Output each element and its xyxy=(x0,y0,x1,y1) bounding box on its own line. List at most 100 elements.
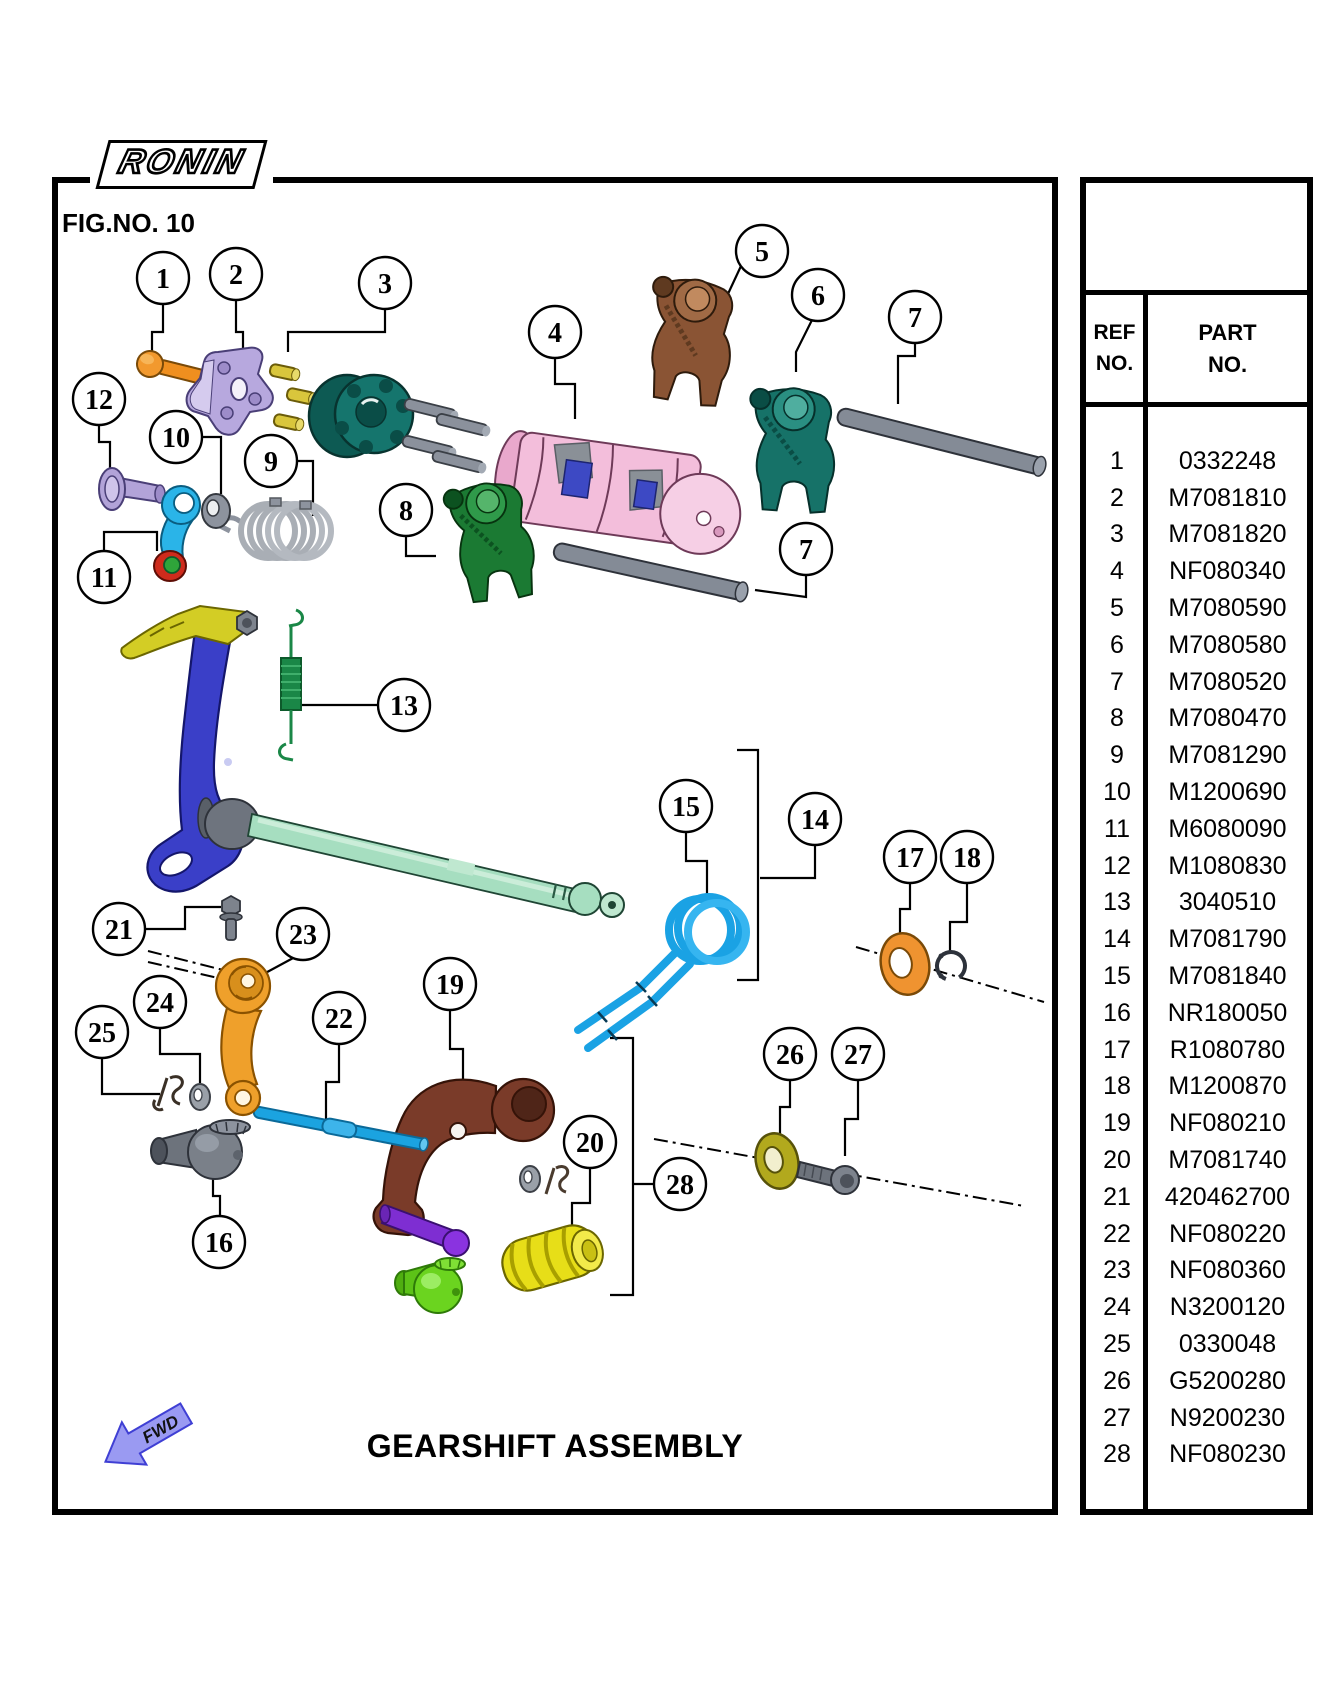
ref-no-cell: 14 xyxy=(1103,925,1131,954)
callout-number: 22 xyxy=(325,1004,353,1035)
table-row: 3 M7081820 xyxy=(1086,517,1307,554)
part-shift-fork-brown-illustration xyxy=(651,275,734,407)
part-no-cell: M7080470 xyxy=(1168,704,1287,733)
callout-number: 6 xyxy=(811,281,825,312)
callout-circle xyxy=(527,304,583,360)
callout-circle xyxy=(91,901,147,957)
ref-no-cell: 21 xyxy=(1103,1182,1131,1211)
part-shift-lever-illustration xyxy=(214,957,272,1117)
part-no-cell: M7081790 xyxy=(1168,925,1287,954)
part-extension-spring-illustration xyxy=(278,608,304,762)
table-row: 8 M7080470 xyxy=(1086,701,1307,738)
ref-no-cell: 16 xyxy=(1103,998,1131,1027)
ref-no-cell: 1 xyxy=(1110,446,1124,475)
callout-number: 10 xyxy=(162,423,190,454)
part-pedal-arm-illustration xyxy=(372,1077,556,1237)
ref-no-cell: 3 xyxy=(1110,520,1124,549)
ref-no-cell: 8 xyxy=(1110,704,1124,733)
ref-no-cell: 27 xyxy=(1103,1403,1131,1432)
callout-number: 5 xyxy=(755,237,769,268)
callout-number: 23 xyxy=(289,920,317,951)
ref-no-cell: 20 xyxy=(1103,1146,1131,1175)
callout-circle xyxy=(243,433,299,489)
brand-logo-frame: RONIN xyxy=(95,140,268,189)
part-lever-washer-illustration xyxy=(189,1083,211,1111)
ref-no-cell: 28 xyxy=(1103,1440,1131,1469)
ref-no-column-header: REF NO. xyxy=(1086,295,1148,402)
part-stopper-bolt-illustration xyxy=(219,894,243,941)
callout-circle xyxy=(652,1156,708,1212)
part-dowel-pins-illustration xyxy=(401,398,491,474)
part-no-cell: M1080830 xyxy=(1168,851,1287,880)
callout-circle xyxy=(74,1004,130,1060)
callout-number: 2 xyxy=(229,260,243,291)
callout-circle xyxy=(76,549,132,605)
part-no-cell: NF080340 xyxy=(1169,557,1286,586)
page-title: GEARSHIFT ASSEMBLY xyxy=(366,1428,744,1464)
ref-no-cell: 5 xyxy=(1110,594,1124,623)
callout-number: 8 xyxy=(399,496,413,527)
callout-circle xyxy=(887,289,943,345)
table-row: 20 M7081740 xyxy=(1086,1142,1307,1179)
callout-circle xyxy=(830,1026,886,1082)
ref-no-cell: 18 xyxy=(1103,1072,1131,1101)
table-column-divider xyxy=(1143,407,1148,1509)
ref-no-cell: 23 xyxy=(1103,1256,1131,1285)
callout-circle xyxy=(376,677,432,733)
callout-circle xyxy=(71,371,127,427)
table-row: 2 M7081810 xyxy=(1086,480,1307,517)
callout-circle xyxy=(762,1026,818,1082)
ref-no-cell: 2 xyxy=(1110,483,1124,512)
part-gearshift-shaft-illustration xyxy=(197,797,625,918)
callout-number: 25 xyxy=(88,1018,116,1049)
figure-number-label: FIG.NO. 10 xyxy=(62,208,195,238)
ref-no-cell: 22 xyxy=(1103,1219,1131,1248)
part-no-cell: 3040510 xyxy=(1178,888,1277,917)
ref-no-cell: 19 xyxy=(1103,1109,1131,1138)
part-pedal-bolt-illustration xyxy=(795,1160,860,1195)
part-no-cell: M7081740 xyxy=(1168,1146,1287,1175)
part-no-cell: M7081820 xyxy=(1168,520,1287,549)
callout-circle xyxy=(562,1114,618,1170)
callout-number: 24 xyxy=(146,988,174,1019)
ref-no-cell: 6 xyxy=(1110,630,1124,659)
part-no-cell: M7081810 xyxy=(1168,483,1287,512)
part-no-cell: NF080210 xyxy=(1169,1109,1286,1138)
callout-number: 26 xyxy=(776,1040,804,1071)
callout-number: 15 xyxy=(672,792,700,823)
callout-number: 14 xyxy=(801,805,829,836)
callout-number: 16 xyxy=(205,1228,233,1259)
part-no-cell: M7080580 xyxy=(1168,630,1287,659)
part-no-cell: M1200690 xyxy=(1168,778,1287,807)
callout-number: 7 xyxy=(908,303,922,334)
callout-circle xyxy=(311,990,367,1046)
parts-table-empty-header-cell xyxy=(1086,183,1307,295)
callout-number: 12 xyxy=(85,385,113,416)
brand-logo: RONIN xyxy=(90,140,273,189)
callout-number: 3 xyxy=(378,269,392,300)
part-pedal-pin-illustration xyxy=(379,1204,470,1257)
callout-circle xyxy=(790,267,846,323)
ref-no-cell: 11 xyxy=(1104,814,1130,843)
callout-circle xyxy=(357,255,413,311)
callout-number: 21 xyxy=(105,915,133,946)
part-shift-fork-green-illustration xyxy=(442,482,535,604)
callout-number: 4 xyxy=(548,318,562,349)
callout-circle xyxy=(378,482,434,538)
part-no-cell: 420462700 xyxy=(1164,1182,1291,1211)
callout-number: 18 xyxy=(953,843,981,874)
